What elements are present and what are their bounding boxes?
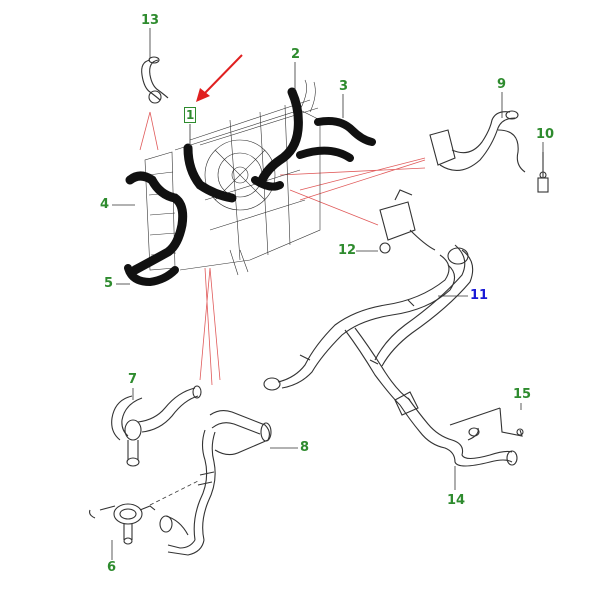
hoses-black (124, 87, 376, 287)
callout-lines (111, 28, 544, 560)
callout-9: 9 (497, 77, 507, 92)
callout-2: 2 (291, 47, 301, 62)
callout-6: 6 (107, 560, 117, 575)
upper-hose-icon (257, 87, 303, 185)
bypass-hose-icon (296, 117, 376, 162)
callout-7: 7 (128, 372, 138, 387)
leader-lines (139, 111, 426, 386)
callout-12: 12 (338, 243, 357, 258)
outlet-hose-icon (111, 385, 202, 467)
valve-icon (379, 189, 436, 254)
expansion-hose-icon (429, 110, 526, 173)
leader-line-7-8 (199, 267, 221, 386)
callout-11: 11 (470, 288, 489, 303)
thermostat-housing-icon (89, 503, 156, 545)
hose-clamp-icon (141, 56, 169, 104)
return-hose-icon (124, 264, 179, 287)
callout-13: 13 (141, 13, 160, 28)
callout-14: 14 (447, 493, 466, 508)
callout-1: 1 (184, 107, 197, 123)
engine-hose-icon (183, 143, 237, 203)
radiator-assembly-icon (144, 79, 321, 276)
callout-15: 15 (513, 387, 532, 402)
bracket-icon (449, 407, 524, 437)
callout-4: 4 (100, 197, 110, 212)
coolant-pipe-icon (394, 391, 518, 467)
pointer-arrow-icon (196, 54, 243, 102)
heater-pipe-icon (263, 244, 474, 406)
callout-3: 3 (339, 79, 349, 94)
lower-hose-icon (125, 171, 188, 275)
dashed-connection-line (149, 479, 201, 506)
callout-8: 8 (300, 440, 310, 455)
leader-line-13 (139, 111, 159, 151)
callout-10: 10 (536, 127, 555, 142)
leader-line-9 (279, 157, 426, 201)
callout-5: 5 (104, 276, 114, 291)
leader-line-12 (289, 189, 379, 226)
temperature-sensor-icon (537, 152, 549, 193)
pipe-assembly-icon (159, 409, 272, 556)
